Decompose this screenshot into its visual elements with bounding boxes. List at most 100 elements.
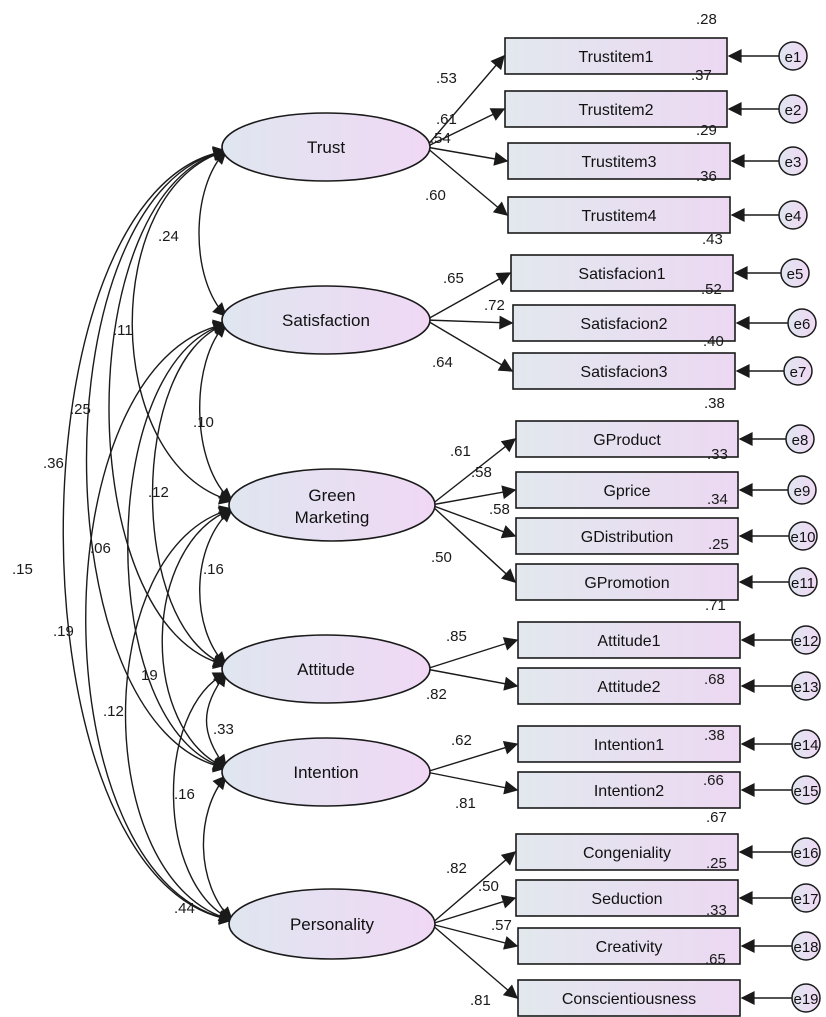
construct-label-line: Marketing bbox=[295, 508, 370, 527]
loading-value: .50 bbox=[478, 878, 499, 895]
correlation-value: .16 bbox=[174, 786, 195, 803]
r2-value: .38 bbox=[704, 395, 725, 412]
loading-value: .64 bbox=[432, 354, 453, 371]
error-label: e18 bbox=[793, 939, 818, 956]
correlation-value: .06 bbox=[90, 540, 111, 557]
loading-value: .57 bbox=[491, 917, 512, 934]
loading-arrow bbox=[425, 637, 519, 670]
r2-value: .25 bbox=[706, 855, 727, 872]
covariance-arc bbox=[161, 507, 234, 770]
indicator-box bbox=[517, 667, 741, 705]
covariance-arc bbox=[108, 147, 228, 669]
indicator-box bbox=[517, 927, 741, 965]
r2-value: .37 bbox=[691, 67, 712, 84]
error-circle bbox=[785, 424, 815, 454]
r2-value: .71 bbox=[705, 597, 726, 614]
error-circle bbox=[778, 94, 808, 124]
error-circle bbox=[791, 671, 821, 701]
error-circle bbox=[788, 567, 818, 597]
correlation-value: 19 bbox=[141, 667, 158, 684]
correlation-value: .33 bbox=[213, 721, 234, 738]
loading-value: .65 bbox=[443, 270, 464, 287]
construct-label: Intention bbox=[293, 763, 358, 782]
indicator-label: Conscientiousness bbox=[562, 991, 696, 1008]
error-label: e15 bbox=[793, 783, 818, 800]
covariance-arcs bbox=[62, 146, 234, 925]
error-circle bbox=[780, 258, 810, 288]
indicator-box bbox=[515, 833, 739, 871]
error-label: e1 bbox=[785, 49, 802, 66]
indicator-box bbox=[504, 37, 728, 75]
covariance-arc bbox=[124, 505, 234, 924]
indicator-label: Satisfacion3 bbox=[580, 364, 667, 381]
construct-label: Satisfaction bbox=[282, 311, 370, 330]
error-terms: e1e2e3e4e5e6e7e8e9e10e11e12e13e14e15e16e… bbox=[727, 41, 821, 1013]
indicator-label: Trustitem4 bbox=[582, 208, 657, 225]
loading-value: .58 bbox=[471, 464, 492, 481]
indicator-box bbox=[515, 420, 739, 458]
construct-ellipse-1 bbox=[221, 285, 431, 355]
latent-constructs: TrustSatisfactionGreenMarketingAttitudeI… bbox=[221, 112, 436, 960]
error-circle bbox=[791, 883, 821, 913]
indicator-boxes: Trustitem1Trustitem2Trustitem3Trustitem4… bbox=[504, 37, 741, 1017]
r2-value: .34 bbox=[707, 491, 728, 508]
loading-value: .53 bbox=[436, 70, 457, 87]
error-label: e10 bbox=[790, 529, 815, 546]
indicator-box bbox=[517, 979, 741, 1017]
loading-arrow bbox=[425, 146, 509, 166]
loading-value: .82 bbox=[426, 686, 447, 703]
error-circle bbox=[778, 200, 808, 230]
construct-label: Personality bbox=[290, 915, 375, 934]
error-label: e19 bbox=[793, 991, 818, 1008]
loading-value: .61 bbox=[450, 443, 471, 460]
correlation-value: .24 bbox=[158, 228, 179, 245]
covariance-arc bbox=[199, 508, 234, 666]
r2-value: .43 bbox=[702, 231, 723, 248]
error-label: e5 bbox=[787, 266, 804, 283]
r2-value: .25 bbox=[708, 536, 729, 553]
r2-value: .33 bbox=[707, 446, 728, 463]
indicator-label: GPromotion bbox=[584, 575, 669, 592]
construct-label: Attitude bbox=[297, 660, 355, 679]
loading-arrow bbox=[425, 668, 519, 691]
indicator-label: Intention2 bbox=[594, 783, 664, 800]
loading-arrow bbox=[430, 438, 517, 506]
loading-arrow bbox=[430, 485, 517, 506]
indicator-box bbox=[515, 563, 739, 601]
correlation-value: .12 bbox=[103, 703, 124, 720]
r2-value: .29 bbox=[696, 122, 717, 139]
loading-arrow bbox=[425, 108, 506, 148]
indicator-label: Seduction bbox=[591, 891, 662, 908]
error-label: e6 bbox=[794, 316, 811, 333]
error-circle bbox=[783, 356, 813, 386]
loading-arrow bbox=[425, 315, 514, 330]
indicator-label: Satisfacion1 bbox=[578, 266, 665, 283]
loading-value: .50 bbox=[431, 549, 452, 566]
indicator-label: GDistribution bbox=[581, 529, 673, 546]
loading-arrow bbox=[430, 923, 519, 950]
error-label: e16 bbox=[793, 845, 818, 862]
loading-value: .81 bbox=[455, 795, 476, 812]
error-circle bbox=[791, 625, 821, 655]
loading-value: .54 bbox=[430, 130, 451, 147]
loading-arrow bbox=[430, 504, 517, 539]
r2-value: .36 bbox=[696, 168, 717, 185]
indicator-box bbox=[515, 517, 739, 555]
r2-value: .68 bbox=[704, 671, 725, 688]
loading-arrow bbox=[430, 895, 517, 925]
construct-ellipse-5 bbox=[228, 888, 436, 960]
error-label: e2 bbox=[785, 102, 802, 119]
construct-label: Trust bbox=[307, 138, 345, 157]
error-circle bbox=[791, 729, 821, 759]
error-label: e3 bbox=[785, 154, 802, 171]
correlation-value: .12 bbox=[148, 484, 169, 501]
correlation-value: .10 bbox=[193, 414, 214, 431]
error-circle bbox=[787, 308, 817, 338]
error-label: e11 bbox=[791, 575, 815, 592]
error-circle bbox=[791, 931, 821, 961]
indicator-label: Attitude1 bbox=[597, 633, 660, 650]
loading-arrow bbox=[425, 741, 519, 773]
covariance-arc bbox=[127, 320, 228, 772]
r2-value: .33 bbox=[706, 902, 727, 919]
